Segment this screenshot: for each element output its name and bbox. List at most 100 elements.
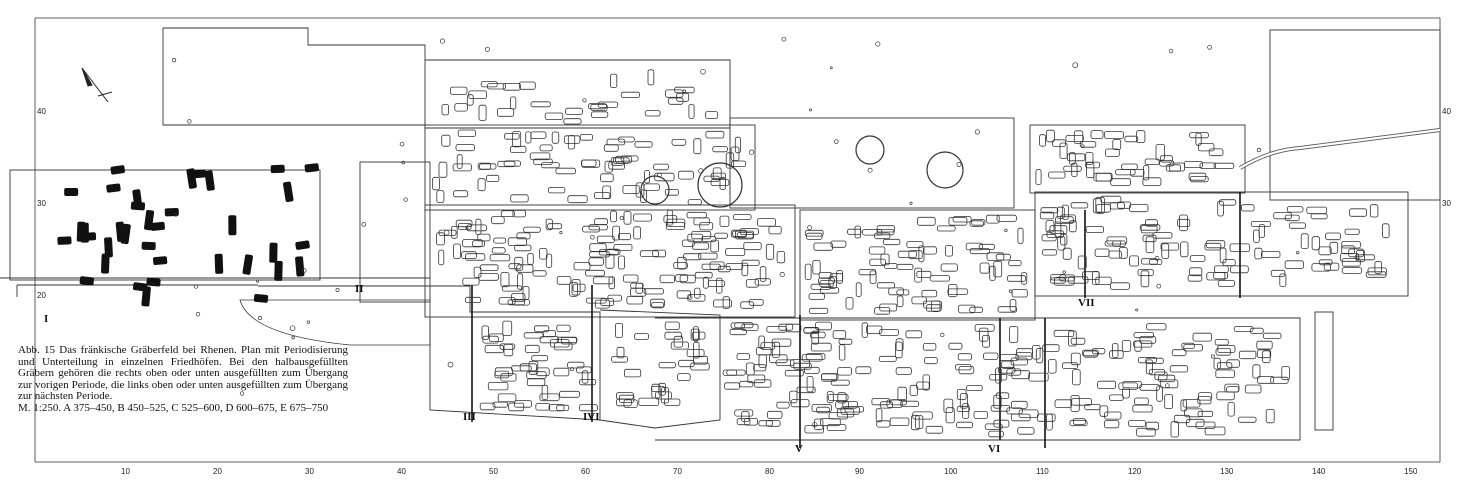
grave — [1141, 258, 1159, 265]
x-tick-60: 60 — [581, 467, 590, 476]
grave — [1095, 276, 1112, 285]
grave — [1009, 326, 1019, 343]
grave — [479, 163, 497, 170]
grave — [502, 320, 513, 336]
grave — [1028, 372, 1049, 382]
grave — [1139, 384, 1160, 391]
grave — [567, 361, 585, 369]
post-hole — [258, 316, 263, 321]
grave — [1159, 155, 1173, 163]
grave — [1256, 349, 1272, 359]
filled-grave — [242, 254, 253, 275]
grave — [810, 342, 832, 352]
grave — [971, 219, 986, 226]
grave — [533, 158, 553, 165]
grave — [1145, 219, 1158, 227]
grave — [1184, 408, 1203, 418]
grave — [569, 282, 578, 297]
grave — [449, 86, 468, 95]
grave — [1148, 369, 1166, 376]
grave — [1008, 260, 1022, 267]
grave — [694, 271, 713, 279]
grave — [753, 379, 772, 388]
grave — [563, 118, 582, 125]
y-tick-40: 40 — [37, 107, 46, 116]
grave — [1215, 348, 1232, 356]
grave — [854, 225, 861, 239]
grave — [1340, 252, 1360, 262]
grave — [875, 408, 883, 423]
grave — [1217, 345, 1236, 353]
post-hole — [956, 162, 962, 167]
grave — [990, 405, 1011, 412]
grave — [589, 243, 607, 252]
grave — [925, 425, 944, 434]
grave — [555, 167, 576, 175]
grave — [1253, 229, 1260, 243]
grave — [453, 243, 461, 259]
grave — [1227, 401, 1235, 417]
grave — [1230, 265, 1249, 274]
grave — [1204, 242, 1222, 251]
grave — [1042, 249, 1058, 256]
grave — [719, 215, 730, 228]
grave — [1032, 344, 1041, 360]
grave — [1219, 247, 1227, 264]
grave — [1142, 177, 1162, 186]
grave — [1084, 403, 1101, 411]
grave — [1073, 130, 1084, 145]
filled-grave — [304, 163, 319, 173]
post-hole — [582, 98, 587, 103]
grave — [1130, 168, 1145, 177]
grave — [517, 273, 524, 290]
grave — [796, 386, 816, 394]
grave — [664, 188, 679, 196]
grave — [623, 399, 638, 408]
grave — [573, 262, 591, 271]
grave — [600, 298, 615, 307]
grave — [635, 282, 644, 294]
grave — [740, 301, 754, 309]
grave — [1001, 360, 1015, 369]
grave — [912, 411, 933, 420]
grave — [826, 391, 834, 404]
grave — [1139, 224, 1161, 231]
ring-ditch — [926, 151, 964, 189]
grave — [611, 356, 628, 363]
grave — [778, 323, 794, 331]
grave — [592, 276, 614, 285]
grave — [547, 223, 563, 230]
grave — [493, 237, 507, 244]
grave — [712, 167, 722, 181]
grave — [461, 251, 477, 259]
grave — [658, 362, 676, 369]
grave — [556, 275, 572, 285]
grave — [810, 331, 826, 339]
grave — [988, 430, 1004, 438]
grave — [895, 338, 904, 351]
grave — [591, 111, 609, 118]
grave — [1092, 270, 1100, 285]
grave — [985, 214, 1000, 224]
grave — [480, 81, 498, 88]
grave — [804, 425, 825, 434]
filled-grave — [269, 242, 278, 263]
grave — [494, 367, 513, 377]
grave — [724, 382, 740, 390]
grave — [979, 327, 989, 342]
grave — [733, 214, 752, 220]
grave — [1048, 359, 1057, 374]
grave — [952, 216, 972, 223]
grave — [820, 418, 841, 427]
grave — [530, 131, 547, 139]
grave — [585, 297, 607, 304]
grave — [736, 418, 751, 426]
grave — [594, 191, 611, 199]
grave — [594, 299, 610, 309]
grave — [948, 217, 968, 226]
grave — [1085, 225, 1104, 233]
grave — [1139, 335, 1157, 344]
grave — [534, 325, 550, 333]
post-hole — [291, 335, 295, 340]
grave — [519, 81, 536, 90]
